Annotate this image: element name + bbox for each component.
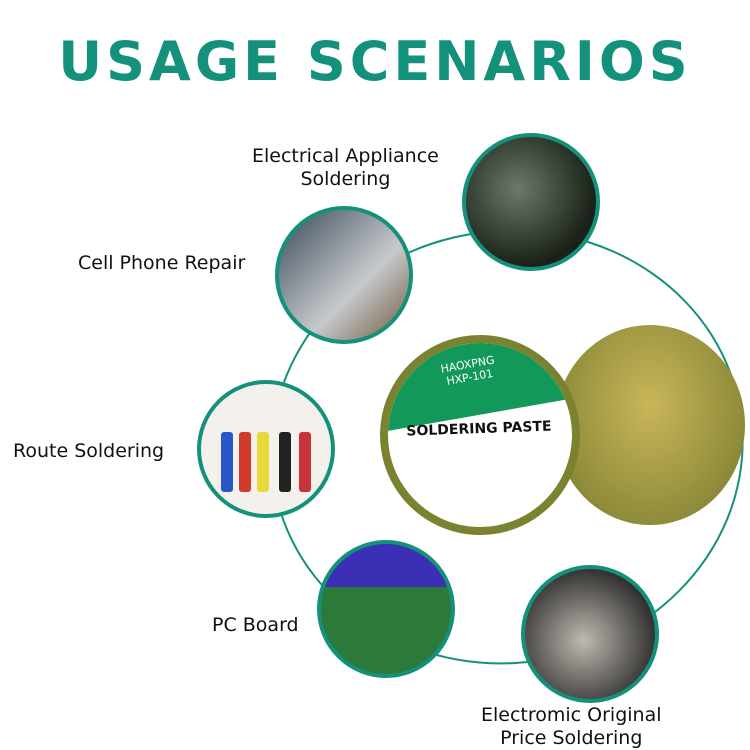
scenario-image-route-wires <box>197 380 335 518</box>
paste-tin <box>555 325 745 525</box>
label-line: Electromic Original <box>481 704 662 726</box>
label-cell-phone-repair: Cell Phone Repair <box>78 252 246 274</box>
wire-yellow <box>257 432 269 492</box>
label-electronic-original: Electromic Original Price Soldering <box>481 704 662 750</box>
scenario-image-electrical-appliance <box>462 133 600 271</box>
label-line: Electrical Appliance <box>252 145 439 167</box>
label-line: Price Soldering <box>500 726 643 749</box>
wire-red <box>239 432 251 492</box>
label-pc-board: PC Board <box>212 614 299 636</box>
scenario-image-cell-phone <box>275 206 413 344</box>
page-title: USAGE SCENARIOS <box>58 30 692 93</box>
wire-blue <box>221 432 233 492</box>
label-electrical-appliance: Electrical Appliance Soldering <box>252 145 439 191</box>
scenario-image-pc-board <box>317 540 455 678</box>
label-line: Soldering <box>300 167 391 190</box>
label-route-soldering: Route Soldering <box>13 440 165 462</box>
wire-red-2 <box>299 432 311 492</box>
scenario-image-electronic-components <box>521 565 659 703</box>
wire-black <box>279 432 291 492</box>
